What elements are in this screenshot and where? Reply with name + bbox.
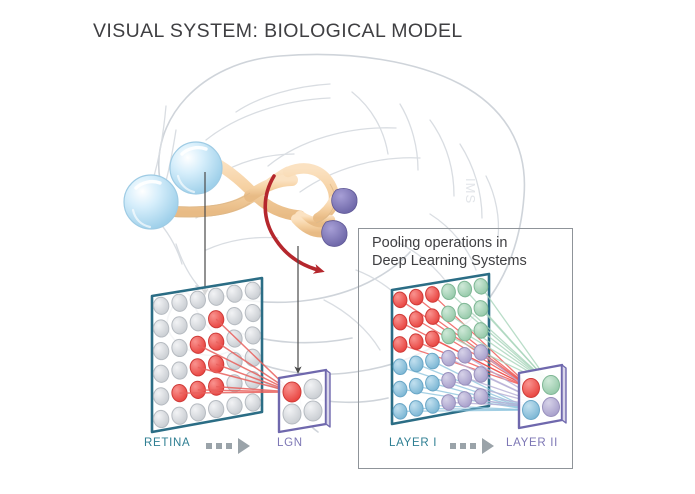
label-lgn: LGN — [277, 437, 303, 449]
flow-square — [450, 443, 456, 449]
lgn-nub-lower — [321, 220, 348, 247]
flow-arrowhead-icon — [482, 438, 494, 454]
layer2-plate — [517, 363, 567, 430]
flow-square — [206, 443, 212, 449]
lgn-nub-upper — [331, 188, 358, 214]
signal-arrow — [263, 174, 325, 274]
page-title: VISUAL SYSTEM: BIOLOGICAL MODEL — [93, 20, 463, 42]
label-layer-2: LAYER II — [506, 437, 559, 449]
flow-square — [470, 443, 476, 449]
eye-right — [169, 141, 223, 195]
eye-left — [123, 174, 179, 230]
label-retina: RETINA — [144, 437, 191, 449]
panel-title: Pooling operations in Deep Learning Syst… — [372, 234, 527, 270]
flow-square — [460, 443, 466, 449]
flow-arrowhead-icon — [238, 438, 250, 454]
panel-title-line1: Pooling operations in — [372, 235, 508, 251]
flow-arrow-retina-lgn — [206, 438, 250, 454]
label-layer-1: LAYER I — [389, 437, 438, 449]
panel-title-line2: Deep Learning Systems — [372, 253, 527, 269]
layer1-cells — [392, 278, 489, 420]
flow-square — [226, 443, 232, 449]
lgn-plate — [277, 368, 331, 434]
flow-square — [216, 443, 222, 449]
flow-arrow-layer1-layer2 — [450, 438, 494, 454]
pooling-panel — [358, 228, 573, 469]
